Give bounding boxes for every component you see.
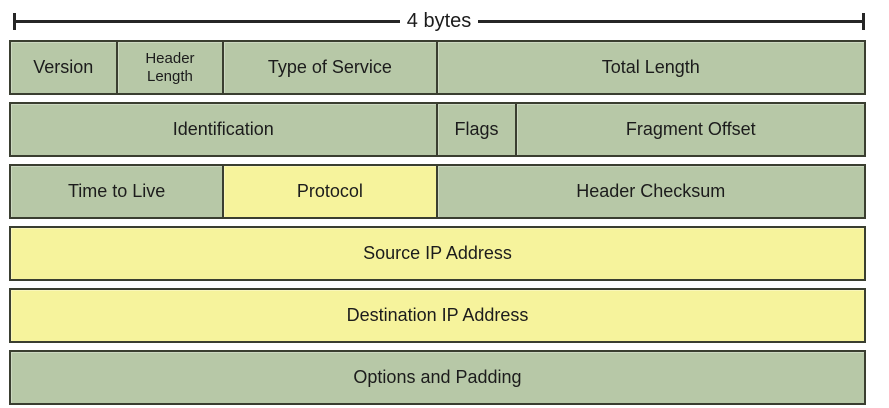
dimension-right-rule bbox=[478, 19, 863, 23]
field-cell-fragment-offset: Fragment Offset bbox=[517, 104, 864, 155]
field-row-6: Options and Padding bbox=[9, 350, 866, 405]
field-cell-header-checksum: Header Checksum bbox=[437, 166, 864, 217]
dimension-right-cap-icon bbox=[862, 12, 866, 30]
dimension-left-rule bbox=[16, 19, 400, 23]
field-row-5: Destination IP Address bbox=[9, 288, 866, 343]
field-cell-protocol: Protocol bbox=[224, 166, 438, 217]
byte-width-dimension: 4 bytes bbox=[13, 6, 866, 36]
field-cell-destination-ip-address: Destination IP Address bbox=[11, 290, 864, 341]
field-cell-header-length: Header Length bbox=[117, 42, 225, 93]
field-row-4: Source IP Address bbox=[9, 226, 866, 281]
field-cell-total-length: Total Length bbox=[437, 42, 864, 93]
field-cell-version: Version bbox=[11, 42, 118, 93]
field-cell-identification: Identification bbox=[11, 104, 438, 155]
field-cell-type-of-service: Type of Service bbox=[224, 42, 438, 93]
field-cell-flags: Flags bbox=[437, 104, 518, 155]
dimension-label: 4 bytes bbox=[406, 10, 472, 32]
field-cell-options-and-padding: Options and Padding bbox=[11, 352, 864, 403]
field-cell-time-to-live: Time to Live bbox=[11, 166, 225, 217]
field-cell-source-ip-address: Source IP Address bbox=[11, 228, 864, 279]
dimension-left-cap-icon bbox=[13, 12, 16, 30]
